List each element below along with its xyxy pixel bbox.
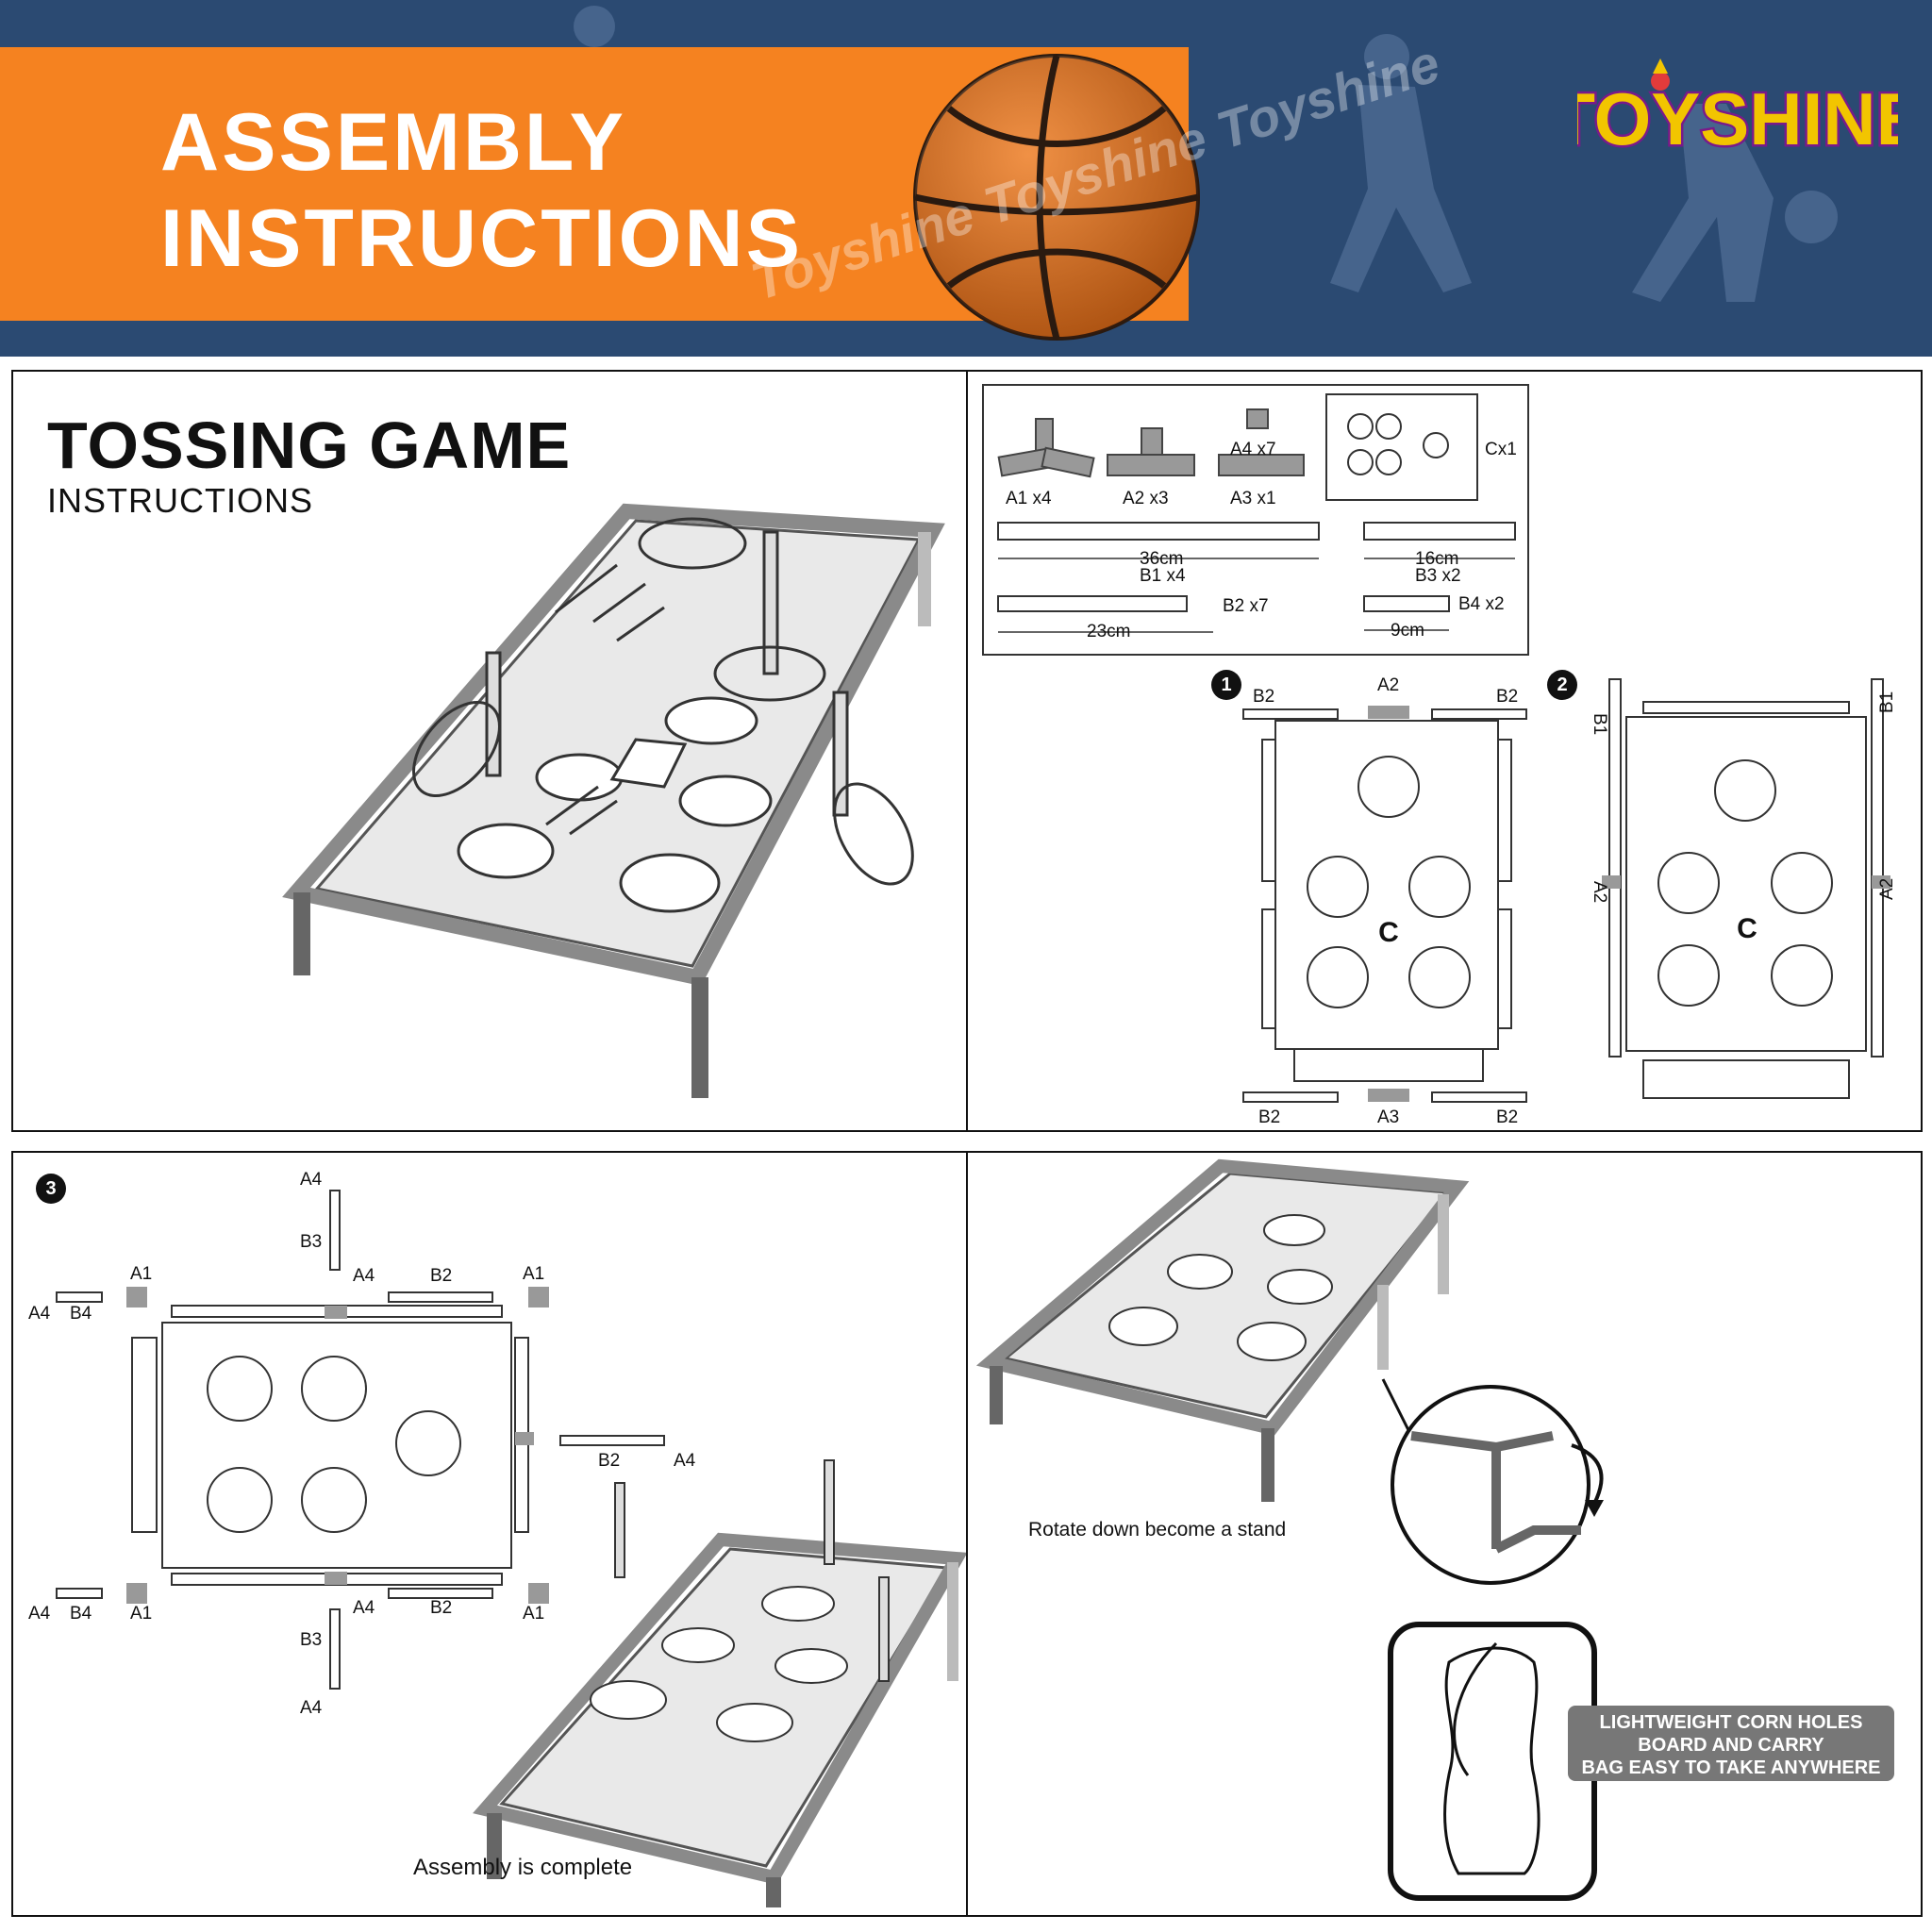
svg-text:A1: A1 [130,1604,152,1624]
step-1-diagram: B2 A2 B2 C B2 A3 B2 [1242,675,1527,1127]
stand-illustration [975,1158,1604,1585]
assembly-complete-caption: Assembly is complete [413,1855,633,1880]
step-2-diagram: B1 B1 A2 A2 C [1590,678,1897,1099]
svg-text:C: C [1378,917,1399,948]
svg-text:Cx1: Cx1 [1485,440,1517,459]
panel-step-3: 3 A4 B3 A1 A4 B2 A1 A4 B4 B2 A4 [11,1151,968,1917]
svg-text:A4: A4 [353,1598,375,1618]
svg-text:A4: A4 [300,1698,323,1718]
step-3-badge: 3 [36,1174,66,1204]
parts-diagram: A1 x4 A2 x3 A4 x7 A3 x1 Cx1 36cm B1 x4 1… [982,384,1529,656]
svg-text:A1: A1 [130,1264,152,1284]
instructions-subtitle: INSTRUCTIONS [47,481,313,520]
svg-text:B2: B2 [598,1451,620,1471]
svg-text:B3: B3 [300,1630,322,1650]
svg-text:A1 x4: A1 x4 [1006,489,1052,508]
svg-text:C: C [1737,913,1757,944]
basketball-icon [913,54,1200,341]
page-title: ASSEMBLY INSTRUCTIONS [160,97,803,284]
svg-text:B1 x4: B1 x4 [1140,566,1186,586]
svg-text:A4: A4 [353,1266,375,1286]
svg-text:A2: A2 [1877,878,1897,900]
svg-text:B3: B3 [300,1232,322,1252]
svg-text:A4: A4 [674,1451,696,1471]
svg-text:A3: A3 [1377,1108,1399,1127]
toyshine-logo: TOYSHINE [1577,58,1898,163]
panel-parts-and-steps: A1 x4 A2 x3 A4 x7 A3 x1 Cx1 36cm B1 x4 1… [966,370,1923,1132]
svg-text:B2: B2 [430,1598,452,1618]
svg-text:A4: A4 [28,1304,51,1324]
rotate-caption: Rotate down become a stand [1028,1519,1287,1541]
svg-text:B1: B1 [1877,691,1897,713]
svg-text:B2: B2 [1496,1108,1518,1127]
tossing-game-illustration [282,503,945,1098]
svg-text:TOYSHINE: TOYSHINE [1577,77,1898,160]
svg-text:A1: A1 [523,1264,544,1284]
svg-text:A4 x7: A4 x7 [1230,440,1276,459]
tossing-game-title: TOSSING GAME [47,408,572,482]
svg-text:A4: A4 [28,1604,51,1624]
svg-text:B2: B2 [1496,687,1518,707]
step-3-diagram: A4 B3 A1 A4 B2 A1 A4 B4 B2 A4 A4 B4 A1 A… [28,1170,966,1907]
svg-text:B2: B2 [1253,687,1274,707]
svg-text:B4: B4 [70,1304,92,1324]
svg-text:B3 x2: B3 x2 [1415,566,1461,586]
carry-bag-icon [1388,1622,1597,1901]
svg-text:A2 x3: A2 x3 [1123,489,1169,508]
svg-text:B2 x7: B2 x7 [1223,596,1269,616]
svg-text:B2: B2 [1258,1108,1280,1127]
svg-text:A1: A1 [523,1604,544,1624]
step-2-badge: 2 [1547,670,1577,700]
svg-text:B1: B1 [1590,713,1609,735]
svg-text:A3 x1: A3 x1 [1230,489,1276,508]
panel-stand-and-bag: Rotate down become a stand LIGHTWEIGHT C… [966,1151,1923,1917]
svg-text:A2: A2 [1590,881,1609,903]
step-1-badge: 1 [1211,670,1241,700]
svg-text:B2: B2 [430,1266,452,1286]
svg-text:36cm: 36cm [1140,549,1183,569]
svg-text:9cm: 9cm [1391,621,1424,641]
svg-text:16cm: 16cm [1415,549,1458,569]
svg-text:A2: A2 [1377,675,1399,695]
svg-text:B4: B4 [70,1604,92,1624]
svg-text:23cm: 23cm [1087,622,1130,641]
svg-text:B4 x2: B4 x2 [1458,594,1505,614]
panel-tossing-game: TOSSING GAME INSTRUCTIONS [11,370,968,1132]
header-banner: ASSEMBLY INSTRUCTIONS Toyshine Toyshine … [0,0,1932,357]
feature-badge: LIGHTWEIGHT CORN HOLES BOARD AND CARRY B… [1568,1706,1894,1781]
svg-text:A4: A4 [300,1170,323,1190]
